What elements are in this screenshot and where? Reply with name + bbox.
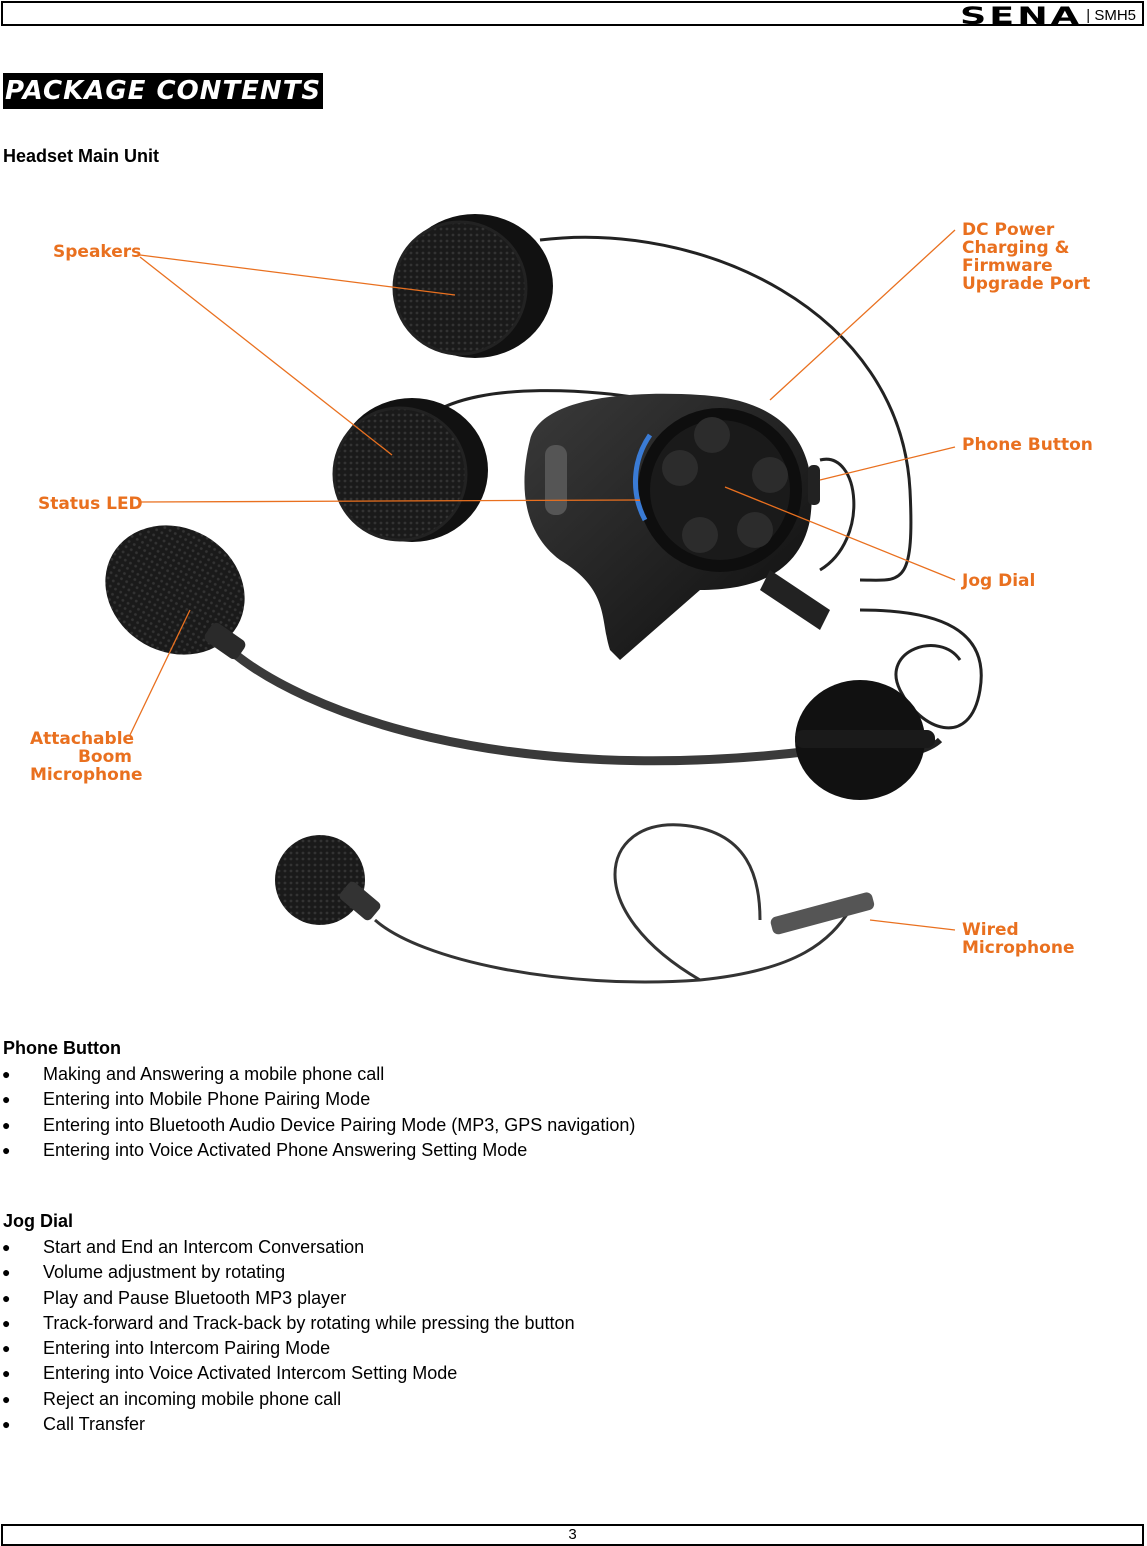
jog-dial-heading: Jog Dial: [3, 1211, 74, 1231]
list-item: Entering into Mobile Phone Pairing Mode: [0, 1087, 635, 1113]
label-status-led: Status LED: [38, 494, 143, 514]
list-item: Entering into Intercom Pairing Mode: [0, 1336, 575, 1362]
unit-cable: [819, 457, 856, 572]
page-footer: 3: [1, 1524, 1144, 1546]
page-number: 3: [568, 1526, 577, 1543]
list-item: Making and Answering a mobile phone call: [0, 1062, 635, 1088]
label-dc-power: DC Power Charging & Firmware Upgrade Por…: [962, 220, 1091, 294]
phone-button-list: Making and Answering a mobile phone call…: [0, 1062, 635, 1163]
label-phone-button: Phone Button: [962, 435, 1093, 455]
callout-lines: [129, 229, 956, 931]
main-unit: [524, 393, 830, 660]
speaker-top: [392, 214, 553, 358]
svg-text:SENA: SENA: [960, 5, 1082, 25]
list-item: Call Transfer: [0, 1412, 575, 1438]
list-item: Entering into Voice Activated Phone Answ…: [0, 1138, 635, 1164]
section-title: PACKAGE CONTENTS: [3, 73, 324, 109]
label-jog-dial: Jog Dial: [962, 571, 1036, 591]
jog-dial-list: Start and End an Intercom Conversation V…: [0, 1235, 575, 1438]
boom-microphone: [105, 525, 935, 800]
list-item: Play and Pause Bluetooth MP3 player: [0, 1286, 575, 1312]
speaker-cable: [539, 235, 913, 582]
headset-figure: Speakers Status LED Attachable Boom Micr…: [0, 190, 1147, 1000]
label-boom-mic: Attachable Boom Microphone: [30, 729, 143, 785]
headset-illustration: [105, 214, 983, 984]
list-item: Entering into Bluetooth Audio Device Pai…: [0, 1113, 635, 1139]
brand: SENA | SMH5: [960, 4, 1136, 26]
list-item: Start and End an Intercom Conversation: [0, 1235, 575, 1261]
sena-logo: SENA: [960, 5, 1082, 25]
label-speakers: Speakers: [53, 242, 142, 262]
wired-microphone: [275, 823, 875, 984]
list-item: Volume adjustment by rotating: [0, 1260, 575, 1286]
list-item: Entering into Voice Activated Intercom S…: [0, 1361, 575, 1387]
figure-heading: Headset Main Unit: [3, 146, 160, 166]
coil-cable: [859, 608, 983, 730]
page-header: SENA | SMH5: [1, 1, 1144, 26]
label-wired-mic: Wired Microphone: [962, 920, 1075, 958]
speaker-bottom: [332, 398, 488, 542]
list-item: Track-forward and Track-back by rotating…: [0, 1311, 575, 1337]
model-label: | SMH5: [1086, 6, 1136, 24]
list-item: Reject an incoming mobile phone call: [0, 1387, 575, 1413]
phone-button-heading: Phone Button: [3, 1038, 121, 1058]
